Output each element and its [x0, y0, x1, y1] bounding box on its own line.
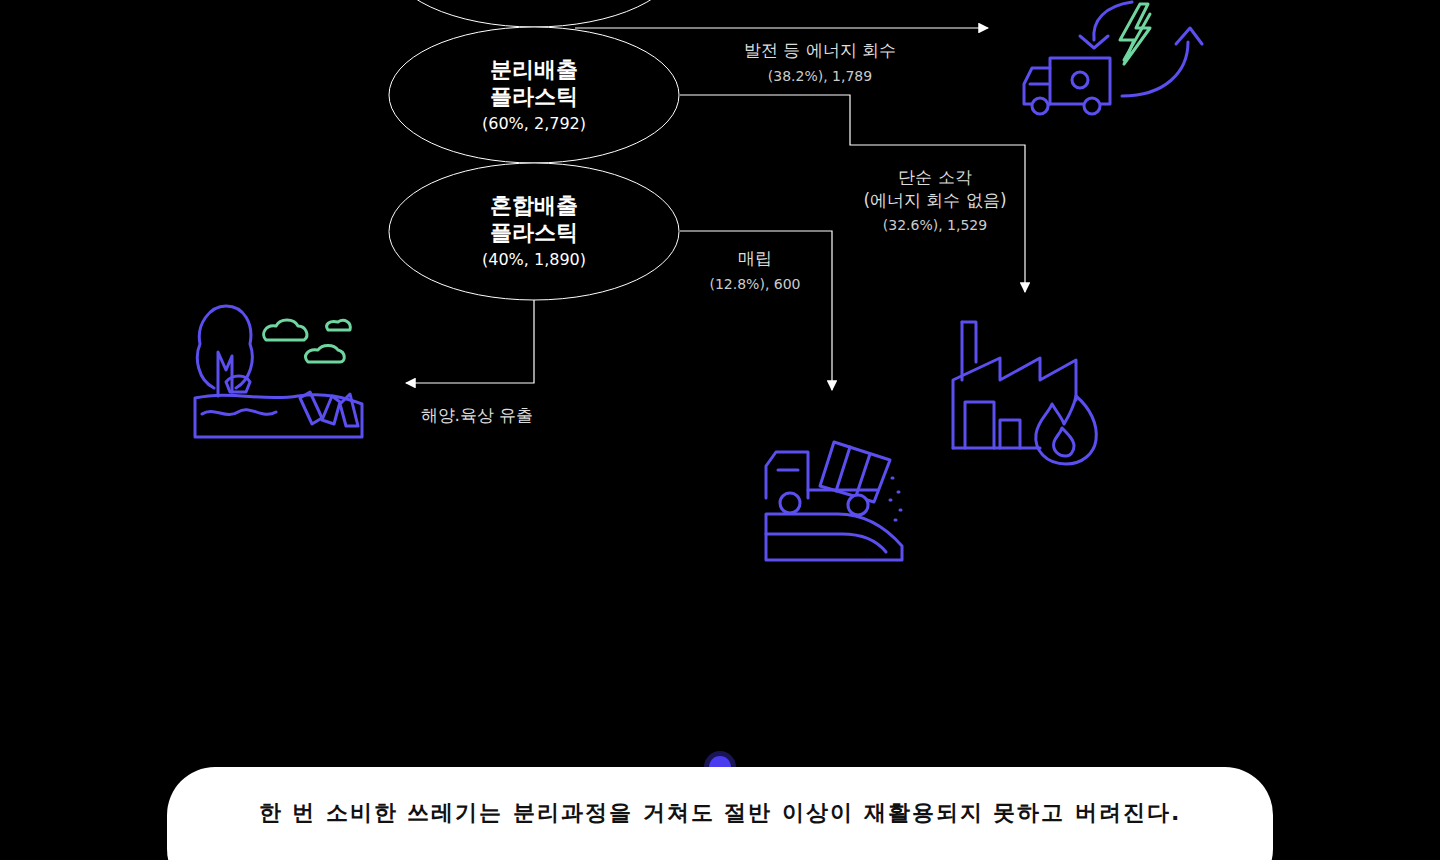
- dotted-line: [718, 580, 722, 756]
- energy-recovery-icon: [1024, 2, 1202, 114]
- flow-label: 발전 등 에너지 회수: [741, 40, 899, 61]
- top-ellipse: [388, 0, 680, 27]
- flow-label: (에너지 회수 없음): [860, 190, 1009, 211]
- ellipse-node: 혼합배출 플라스틱 (40%, 1,890): [388, 162, 680, 301]
- pollution-icon: [195, 306, 362, 437]
- flow-arrow: [406, 300, 534, 383]
- flow-arrow: [680, 231, 832, 390]
- node-heading: 분리배출 플라스틱: [479, 56, 589, 110]
- node-value: (60%, 2,792): [482, 113, 586, 135]
- cloud-icons: [264, 320, 351, 362]
- landfill-icon: [766, 442, 902, 560]
- ellipse-node: 분리배출 플라스틱 (60%, 2,792): [388, 26, 680, 164]
- flow-label: (38.2%), 1,789: [765, 67, 875, 85]
- flow-label: (12.8%), 600: [706, 275, 803, 293]
- node-heading: 혼합배출 플라스틱: [479, 192, 589, 246]
- flow-label: (32.6%), 1,529: [880, 216, 990, 234]
- flow-label: 해양.육상 유출: [418, 405, 537, 426]
- flow-label: 단순 소각: [895, 167, 974, 188]
- caption-pill: 한 번 소비한 쓰레기는 분리과정을 거쳐도 절반 이상이 재활용되지 못하고 …: [167, 767, 1273, 860]
- node-value: (40%, 1,890): [482, 249, 586, 271]
- incineration-icon: [953, 322, 1096, 464]
- flow-arrow: [680, 95, 1025, 292]
- flow-label: 매립: [735, 248, 775, 269]
- caption-text: 한 번 소비한 쓰레기는 분리과정을 거쳐도 절반 이상이 재활용되지 못하고 …: [167, 799, 1273, 827]
- flow-arrow: [575, 27, 988, 28]
